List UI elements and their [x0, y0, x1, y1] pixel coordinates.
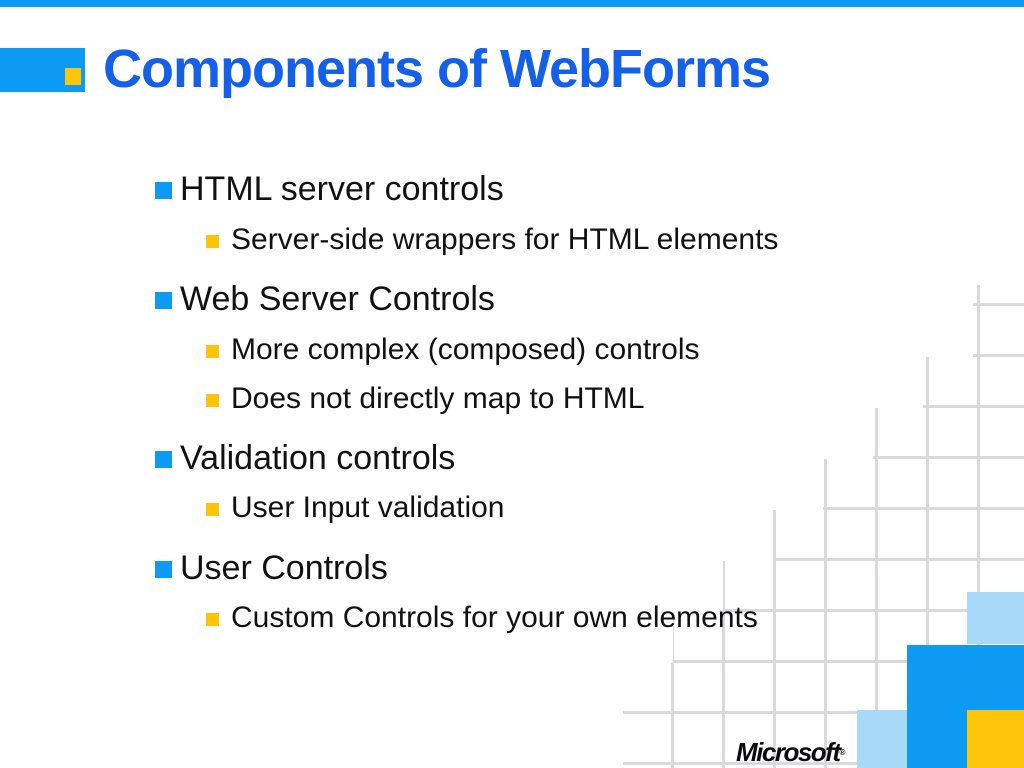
list-item-label: User Controls: [180, 548, 388, 587]
registered-trademark-icon: ®: [839, 748, 846, 757]
sub-bullet-square-icon: [206, 394, 219, 407]
top-accent-bar: [0, 0, 1024, 7]
list-item: Validation controls: [155, 436, 455, 480]
sub-bullet-square-icon: [206, 503, 219, 516]
deco-square-lightblue-upper: [967, 592, 1024, 644]
list-item-label: HTML server controls: [180, 169, 504, 208]
sub-bullet-square-icon: [206, 345, 219, 358]
list-item-label: More complex (composed) controls: [231, 333, 700, 366]
bullet-square-icon: [155, 182, 172, 199]
list-item-label: Custom Controls for your own elements: [231, 601, 758, 634]
list-subitem: Custom Controls for your own elements: [206, 599, 758, 637]
list-subitem: User Input validation: [206, 489, 505, 527]
list-item: Web Server Controls: [155, 277, 495, 321]
list-subitem: Does not directly map to HTML: [206, 380, 644, 418]
list-subitem: More complex (composed) controls: [206, 331, 700, 369]
list-item-label: Web Server Controls: [180, 279, 495, 318]
page-title: Components of WebForms: [103, 39, 771, 99]
sub-bullet-square-icon: [206, 613, 219, 626]
bullet-square-icon: [155, 561, 172, 578]
list-item-label: Does not directly map to HTML: [231, 382, 645, 415]
bullet-square-icon: [155, 451, 172, 468]
microsoft-logo: Microsoft®: [736, 737, 845, 768]
list-subitem: Server-side wrappers for HTML elements: [206, 221, 778, 259]
list-item: User Controls: [155, 546, 388, 590]
list-item-label: Validation controls: [180, 438, 456, 477]
list-item-label: Server-side wrappers for HTML elements: [231, 223, 779, 256]
list-item: HTML server controls: [155, 167, 504, 211]
sub-bullet-square-icon: [206, 235, 219, 248]
deco-square-yellow-corner: [967, 710, 1024, 768]
microsoft-logo-text: Microsoft: [736, 737, 841, 767]
bullet-square-icon: [155, 292, 172, 309]
list-item-label: User Input validation: [231, 491, 505, 524]
deco-square-lightblue-lower: [857, 710, 907, 768]
title-accent-yellow-square: [65, 68, 81, 85]
